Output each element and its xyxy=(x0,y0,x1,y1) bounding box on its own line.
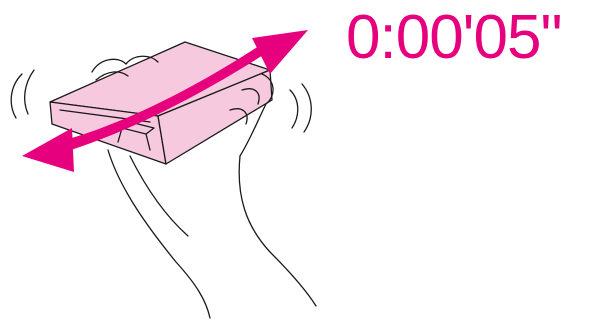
shake-duration-label: 0:00'05" xyxy=(346,2,561,74)
